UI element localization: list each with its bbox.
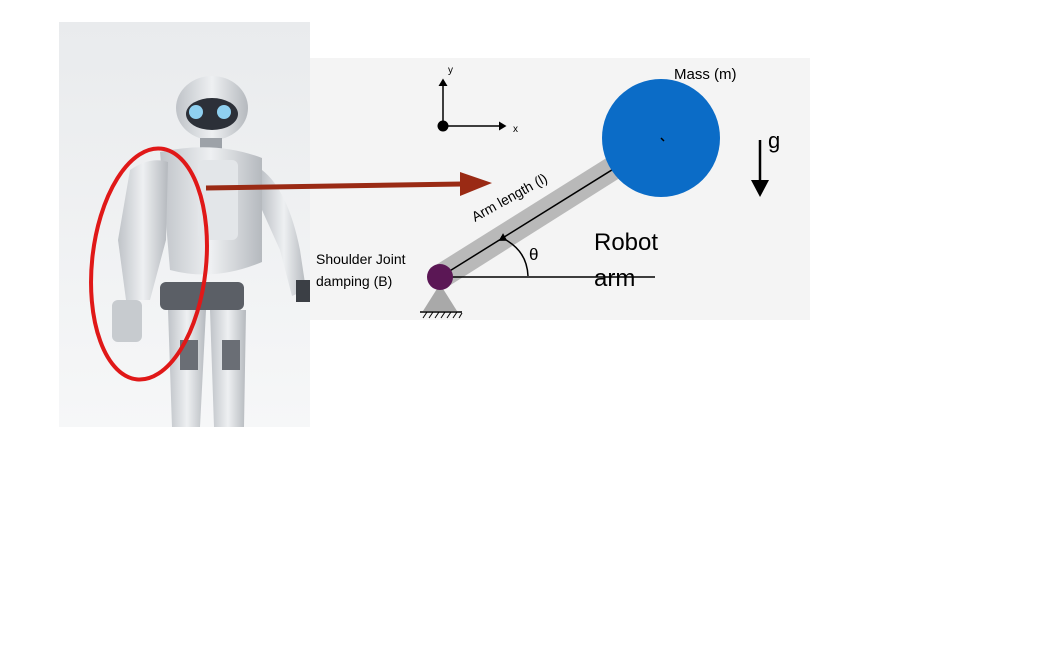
robot-arm-label-line2: arm bbox=[594, 265, 635, 292]
gravity-arrow-head bbox=[751, 180, 769, 197]
gravity-label: g bbox=[768, 128, 780, 153]
robot-left-arm bbox=[118, 160, 168, 300]
shoulder-joint bbox=[420, 264, 463, 319]
y-axis-label: y bbox=[448, 65, 453, 76]
robot-right-eye bbox=[217, 105, 231, 119]
arm-rod bbox=[431, 132, 664, 286]
mass-center-mark bbox=[660, 137, 665, 142]
robot-right-hand bbox=[296, 280, 310, 302]
robot-right-arm bbox=[262, 170, 306, 296]
joint-support-triangle bbox=[423, 284, 457, 311]
axes-origin bbox=[437, 120, 449, 132]
angle-arc bbox=[498, 233, 529, 277]
robot-right-knee bbox=[222, 340, 240, 370]
robot-arm-label-line1: Robot bbox=[594, 229, 658, 256]
arm-highlight-ellipse bbox=[89, 146, 209, 382]
joint-circle bbox=[427, 264, 453, 290]
pointer-arrow bbox=[205, 172, 492, 196]
ground-hatching bbox=[422, 311, 463, 319]
robot-photo bbox=[59, 22, 310, 427]
shoulder-label-line1: Shoulder Joint bbox=[316, 251, 406, 267]
x-axis-label: x bbox=[513, 124, 518, 135]
gravity-indicator: g bbox=[751, 128, 780, 197]
angle-label: θ bbox=[529, 245, 538, 264]
robot-chest-plate bbox=[198, 160, 238, 240]
robot-left-eye bbox=[189, 105, 203, 119]
coordinate-axes: y x bbox=[437, 65, 518, 135]
robot-left-knee bbox=[180, 340, 198, 370]
robot-left-hand bbox=[112, 300, 142, 342]
mass-label: Mass (m) bbox=[674, 66, 737, 83]
shoulder-label-line2: damping (B) bbox=[316, 273, 392, 289]
